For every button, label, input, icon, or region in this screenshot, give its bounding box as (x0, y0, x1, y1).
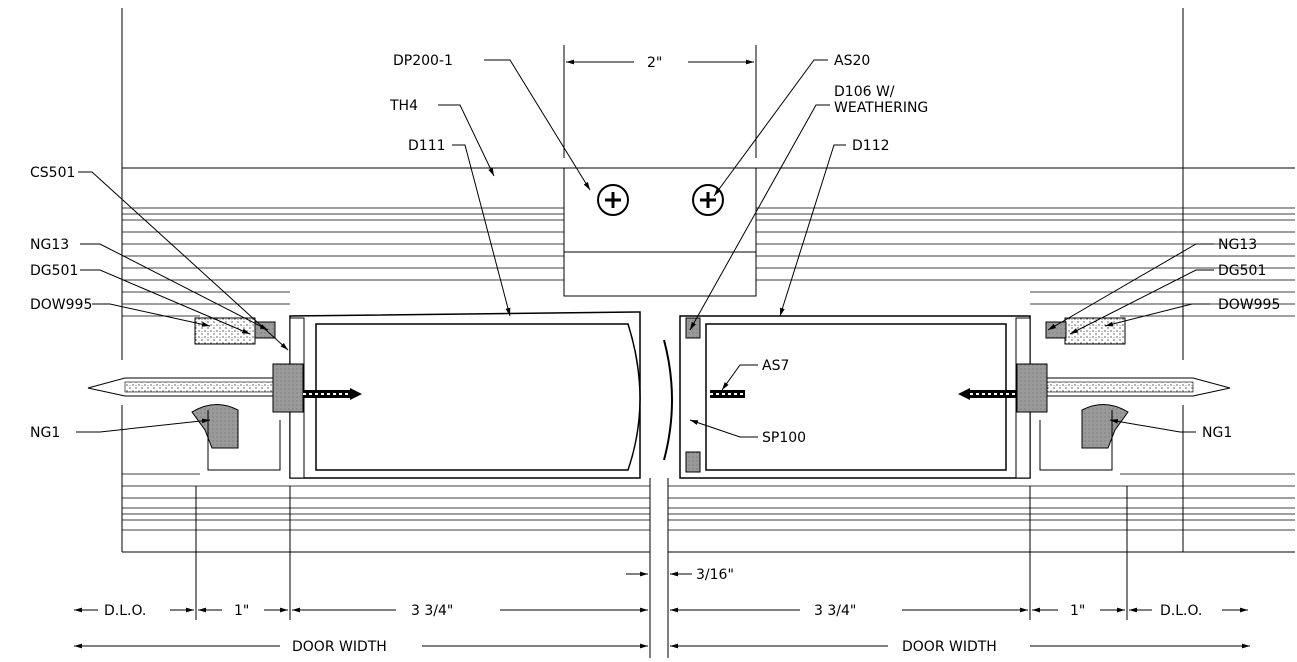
glass-lites (87, 377, 1231, 397)
dim-dlo-right: D.L.O. (1160, 603, 1202, 619)
dim-door-width-left: DOOR WIDTH (292, 639, 387, 655)
label-as20: AS20 (834, 53, 870, 69)
dim-2in: 2" (647, 55, 662, 71)
d112-stile (663, 315, 1129, 479)
threshold-lines (122, 167, 1295, 531)
label-dp200: DP200-1 (393, 53, 453, 69)
leaders (76, 59, 1214, 438)
label-cs501: CS501 (30, 165, 75, 181)
label-dg501-right: DG501 (1218, 263, 1266, 279)
dim-334-left: 3 3/4" (411, 603, 453, 619)
dim-334-right: 3 3/4" (814, 603, 856, 619)
dim-gap: 3/16" (696, 567, 734, 583)
dim-1in-right: 1" (1070, 603, 1085, 619)
label-dow995-right: DOW995 (1218, 297, 1280, 313)
dim-1in-left: 1" (234, 603, 249, 619)
label-d106-line2: WEATHERING (834, 100, 928, 116)
label-d106-line1: D106 W/ (834, 84, 895, 100)
label-as7: AS7 (762, 358, 789, 374)
dim-dlo-left: D.L.O. (104, 603, 146, 619)
label-th4: TH4 (389, 98, 418, 114)
callout-labels: DP200-1 AS20 D106 W/ WEATHERING TH4 D111… (30, 53, 1280, 446)
label-sp100: SP100 (762, 430, 806, 446)
label-dow995-left: DOW995 (30, 297, 92, 313)
dimensions: 2" 3/16" D.L.O. 1" 3 3/4" 3 3/4" 1" D.L.… (74, 45, 1250, 655)
d111-stile (191, 311, 641, 479)
label-ng13-right: NG13 (1218, 237, 1257, 253)
label-ng1-right: NG1 (1202, 425, 1232, 441)
label-d112: D112 (852, 138, 890, 154)
label-dg501-left: DG501 (30, 263, 78, 279)
label-ng13-left: NG13 (30, 237, 69, 253)
dp200-plate (563, 167, 757, 297)
label-ng1-left: NG1 (30, 425, 60, 441)
dim-door-width-right: DOOR WIDTH (902, 639, 997, 655)
label-d111: D111 (408, 138, 446, 154)
center-gap (649, 478, 669, 658)
